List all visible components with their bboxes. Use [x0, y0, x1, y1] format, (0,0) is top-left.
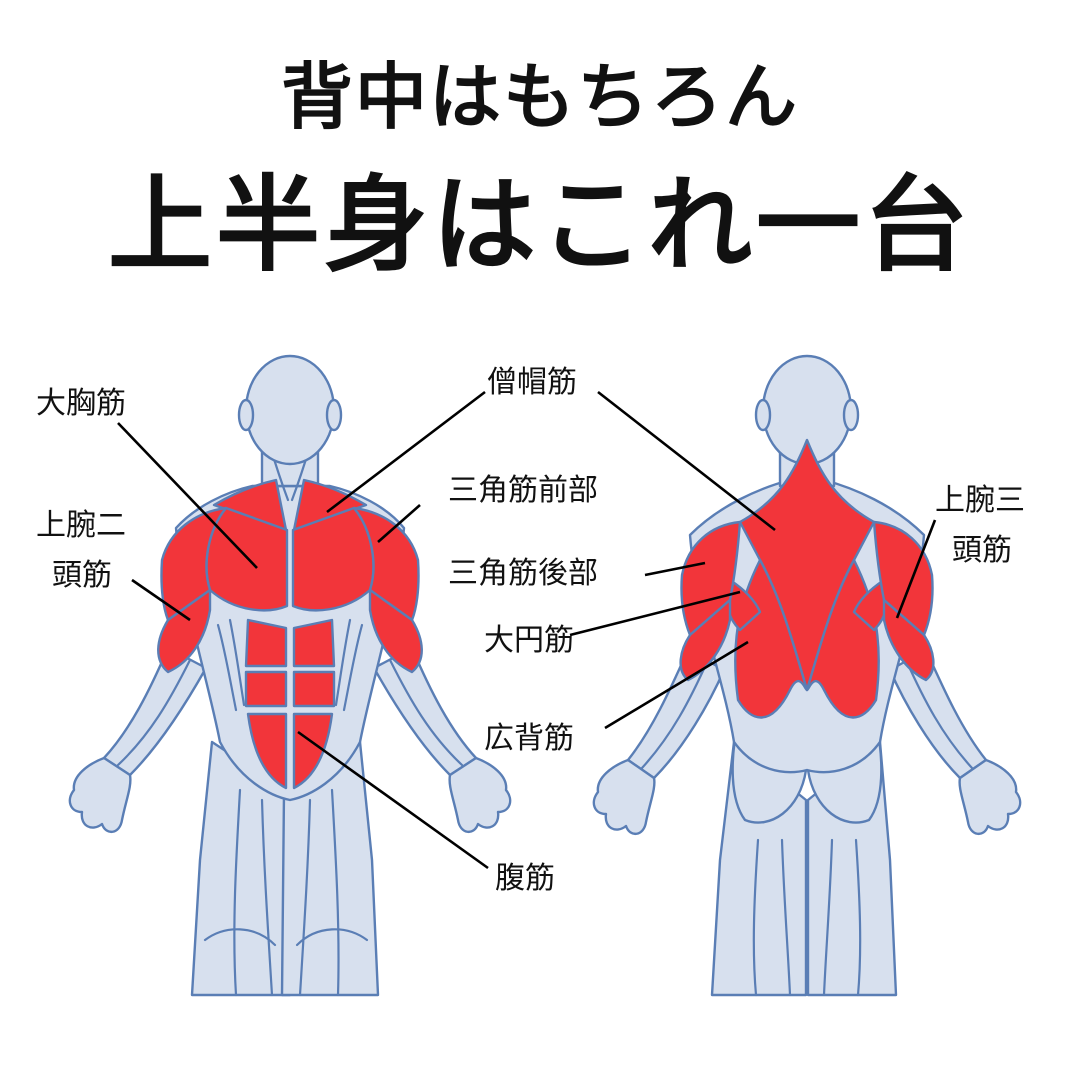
headline-line-1: 背中はもちろん: [280, 54, 799, 139]
headline-line-2: 上半身はこれ一台: [107, 163, 972, 286]
front-head: [237, 354, 343, 502]
back-hands: [592, 758, 1022, 835]
label-teres-major: 大円筋: [484, 623, 574, 658]
back-figure: [592, 354, 1022, 997]
label-triceps-line-1: 上腕三: [935, 483, 1025, 518]
label-triceps-line-2: 頭筋: [952, 533, 1012, 568]
back-highlighted-muscles: [679, 438, 935, 719]
front-hands: [68, 756, 512, 833]
label-biceps-line-1: 上腕二: [36, 508, 126, 543]
leader-lines: [117, 390, 937, 870]
label-pectoralis: 大胸筋: [36, 386, 126, 421]
muscle-labels: 大胸筋 僧帽筋 三角筋前部 上腕二 頭筋 三角筋後部 上腕三 頭筋 大円筋 広背…: [36, 365, 1025, 896]
front-highlighted-muscles: [157, 478, 423, 790]
label-posterior-deltoid: 三角筋後部: [448, 556, 598, 591]
label-latissimus: 広背筋: [484, 721, 574, 756]
front-arms: [102, 646, 478, 777]
label-anterior-deltoid: 三角筋前部: [448, 473, 598, 508]
label-biceps-line-2: 頭筋: [52, 558, 112, 593]
front-figure: [68, 354, 512, 997]
label-trapezius: 僧帽筋: [487, 365, 577, 400]
front-legs: [190, 740, 380, 997]
label-abdominals: 腹筋: [495, 861, 555, 896]
